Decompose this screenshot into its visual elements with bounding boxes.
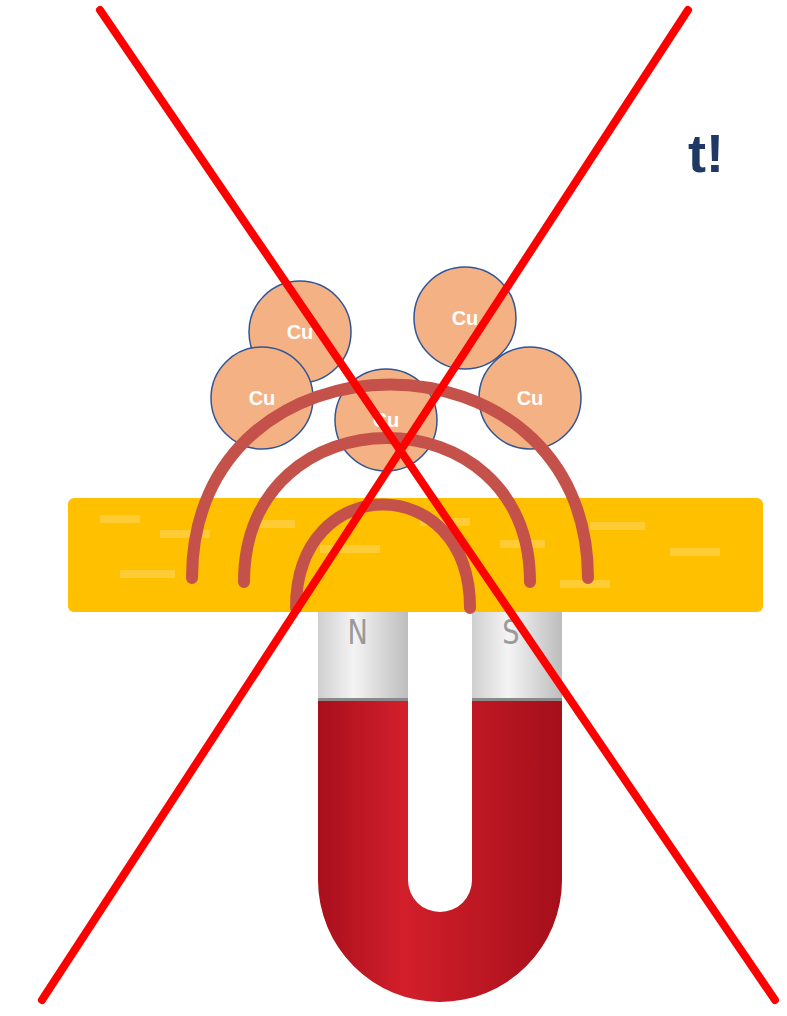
pole-letter: N [348,612,368,652]
slide-title: t! [688,122,724,184]
element-symbol: Cu [334,368,438,472]
yellow-bar [68,498,763,612]
field-lines [192,385,588,609]
copper-atom: Cu [334,368,438,472]
cross-mark [42,10,775,1000]
horseshoe-magnet [318,604,562,1002]
element-symbol: Cu [413,266,517,370]
copper-atom: Cu [210,346,314,450]
pole-letter: S [502,612,519,652]
element-symbol: Cu [478,346,582,450]
blurred-shape [0,260,55,560]
element-symbol: Cu [210,346,314,450]
copper-atom: Cu [413,266,517,370]
copper-atom: Cu [478,346,582,450]
